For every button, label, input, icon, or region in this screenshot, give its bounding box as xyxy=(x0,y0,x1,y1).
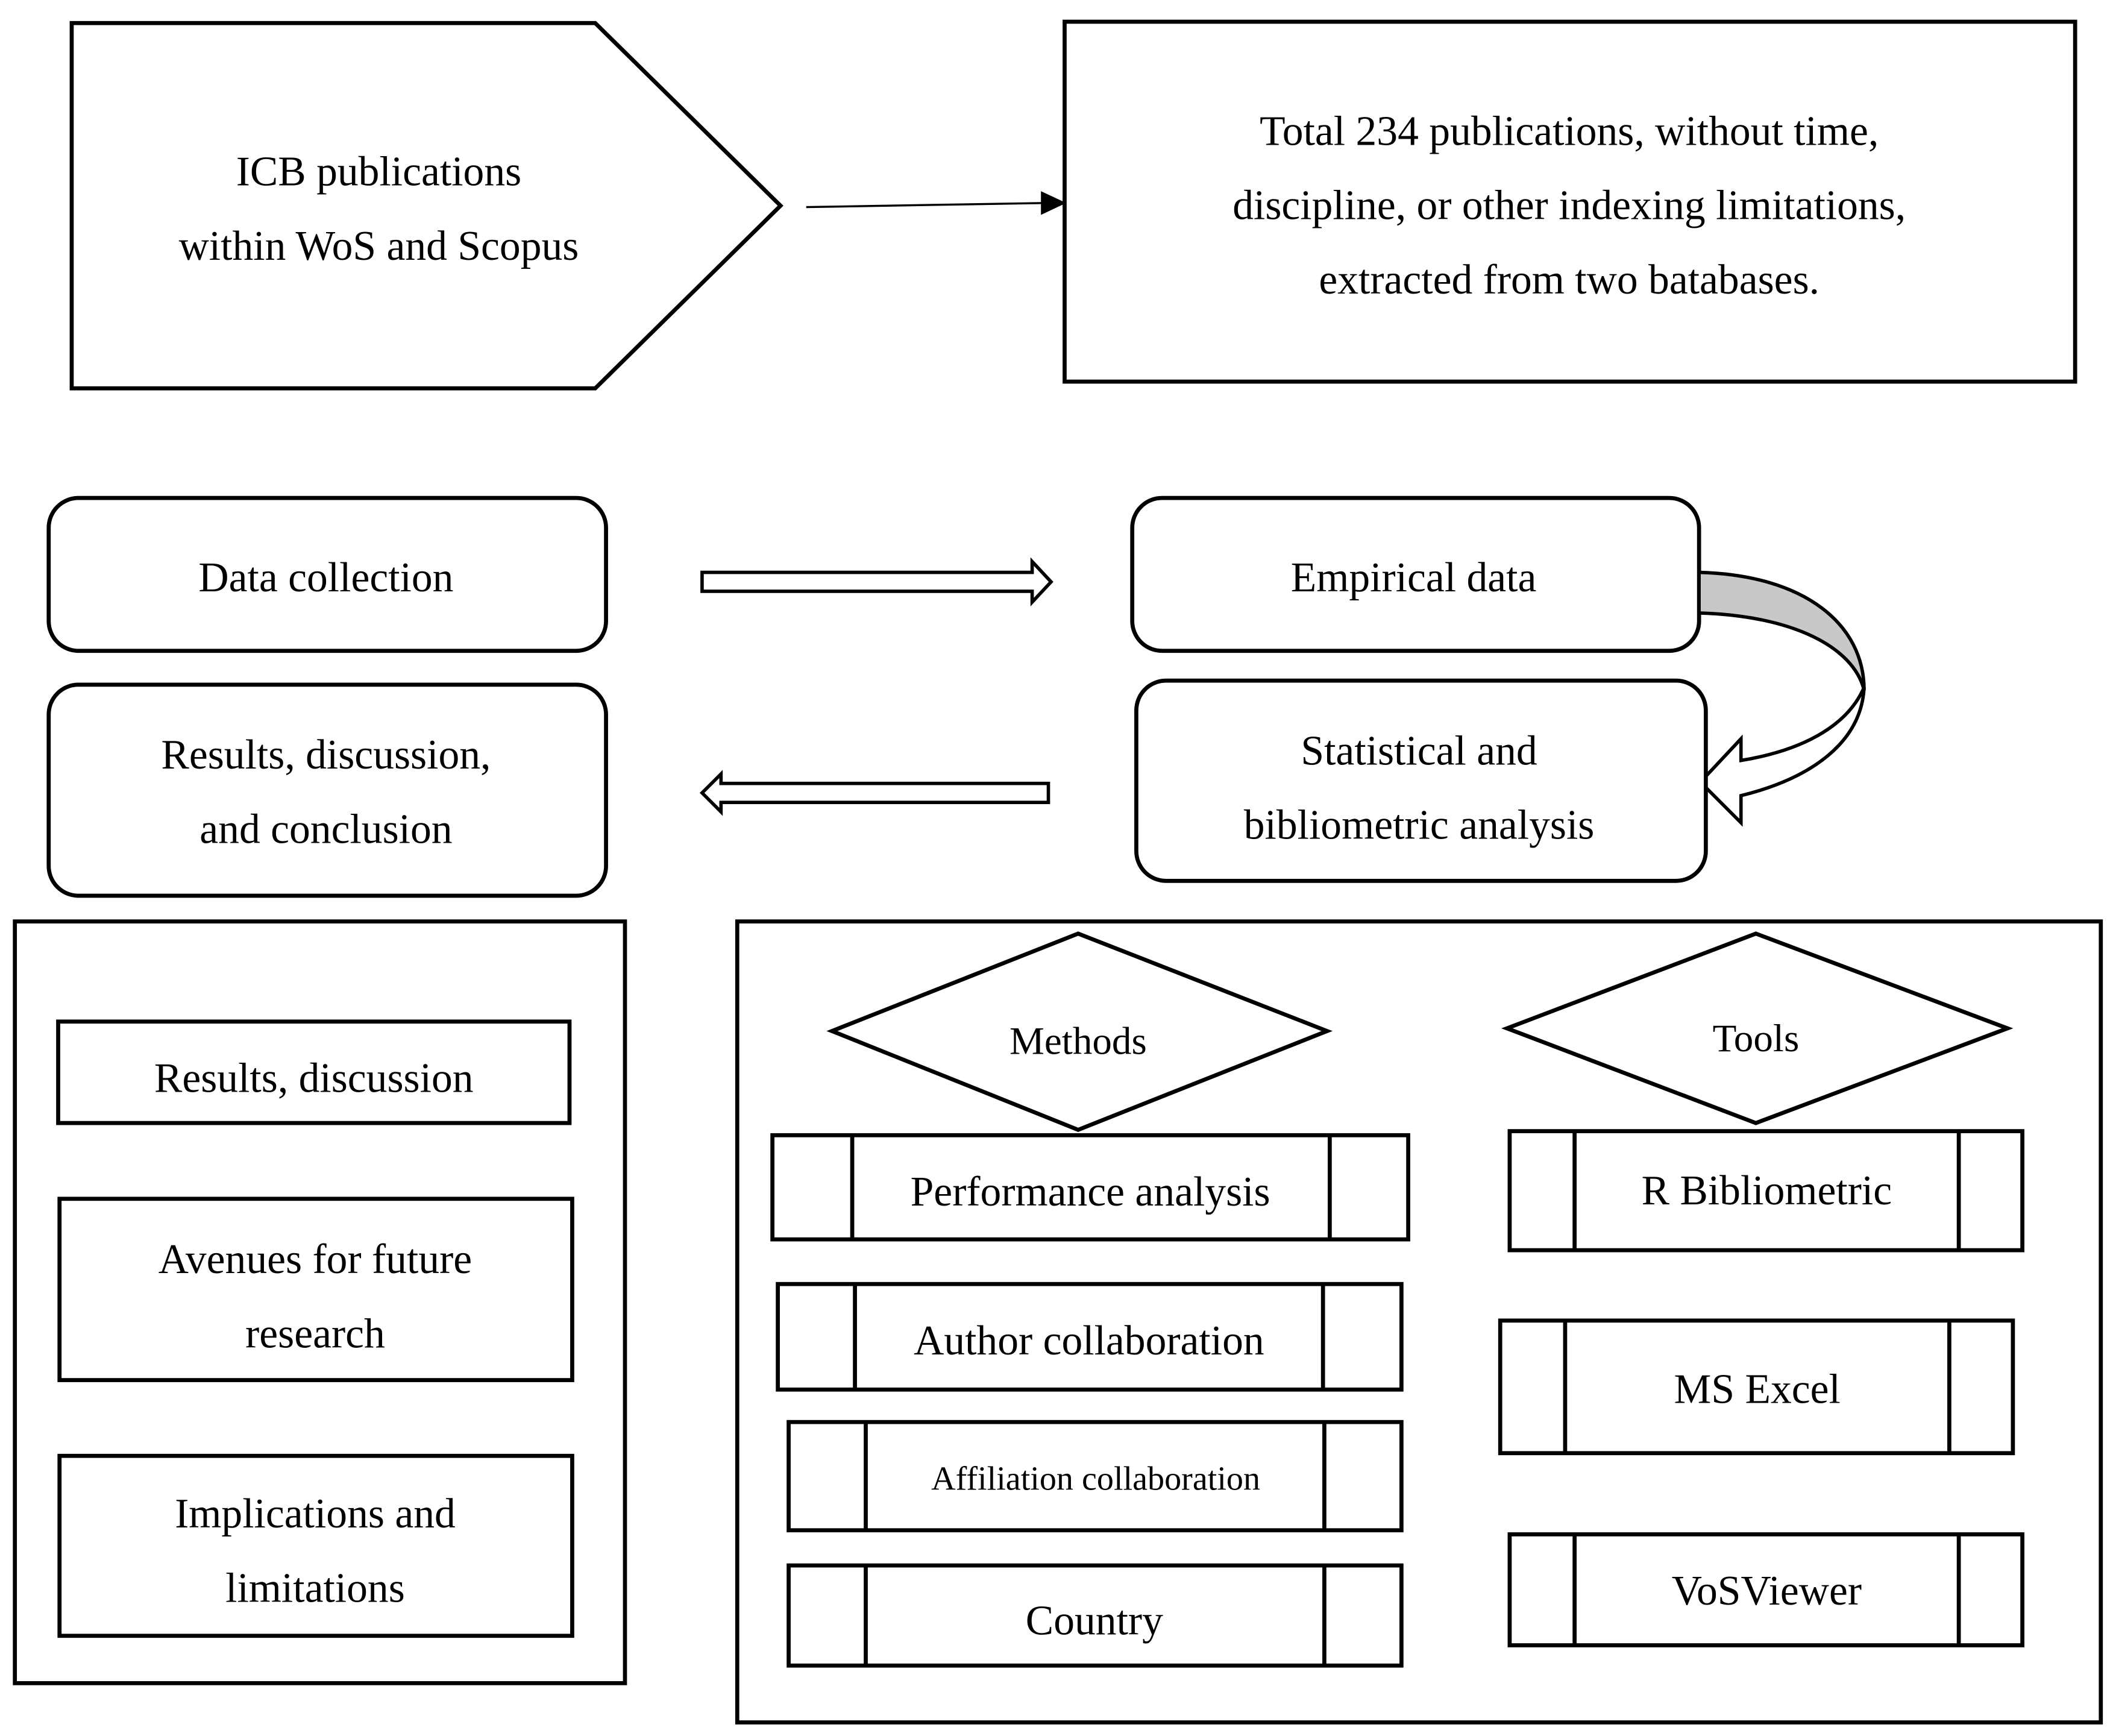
scope-node: Total 234 publications, without time, di… xyxy=(1063,19,2077,384)
results-line-1: Results, discussion, xyxy=(161,732,491,778)
output-avenues-line-1: Avenues for future xyxy=(159,1236,472,1283)
method-item: Author collaboration xyxy=(776,1282,1404,1392)
method-process-box xyxy=(786,1420,1404,1533)
scope-line-1: Total 234 publications, without time, xyxy=(1260,108,1879,154)
method-label: Country xyxy=(1026,1598,1163,1644)
method-process-box xyxy=(786,1563,1404,1668)
empirical-data-node: Empirical data xyxy=(1130,495,1701,653)
data-collection-node: Data collection xyxy=(46,495,608,653)
results-box xyxy=(46,682,608,898)
output-avenues-line-2: research xyxy=(245,1311,385,1357)
tool-process-box xyxy=(1498,1318,2015,1456)
curved-arrow xyxy=(1697,570,1866,827)
method-process-box xyxy=(770,1133,1410,1242)
method-item: Performance analysis xyxy=(770,1133,1410,1242)
tools-diamond xyxy=(1501,931,2014,1125)
output-implications-line-2: limitations xyxy=(225,1565,405,1612)
curved-arrow-front xyxy=(1698,687,1866,827)
method-label: Author collaboration xyxy=(914,1318,1264,1364)
scope-box xyxy=(1063,19,2077,384)
tools-label: Tools xyxy=(1713,1017,1800,1060)
analysis-line-2: bibliometric analysis xyxy=(1244,802,1595,849)
results-node: Results, discussion, and conclusion xyxy=(46,682,608,898)
analysis-box xyxy=(1134,678,1708,883)
results-line-2: and conclusion xyxy=(199,806,452,852)
methods-tools-panel: Methods Tools Performance analysis Autho… xyxy=(735,919,2103,1725)
source-line-2: within WoS and Scopus xyxy=(179,223,579,269)
output-results-label: Results, discussion xyxy=(154,1055,474,1101)
analysis-node: Statistical and bibliometric analysis xyxy=(1134,678,1708,883)
method-item: Country xyxy=(786,1563,1404,1668)
method-process-box xyxy=(776,1282,1404,1392)
tool-label: R Bibliometric xyxy=(1642,1168,1892,1214)
tool-item: MS Excel xyxy=(1498,1318,2015,1456)
output-box-implications xyxy=(57,1453,574,1638)
output-implications-line-1: Implications and xyxy=(175,1491,456,1537)
source-node: ICB publications within WoS and Scopus xyxy=(69,20,783,391)
source-to-scope-arrow xyxy=(806,191,1067,215)
tool-process-box xyxy=(1507,1129,2024,1253)
source-pentagon xyxy=(69,20,783,391)
tool-label: VoSViewer xyxy=(1672,1568,1862,1614)
methods-diamond xyxy=(826,931,1333,1132)
connector-line xyxy=(806,202,1044,209)
tool-item: VoSViewer xyxy=(1507,1532,2024,1647)
right-block-arrow xyxy=(700,557,1053,607)
source-line-1: ICB publications xyxy=(236,149,522,195)
analysis-line-1: Statistical and xyxy=(1301,728,1537,774)
tool-process-box xyxy=(1507,1532,2024,1647)
method-item: Affiliation collaboration xyxy=(786,1420,1404,1533)
method-label: Affiliation collaboration xyxy=(931,1460,1260,1497)
data-collection-box xyxy=(46,495,608,653)
diagram-strokes: ICB publications within WoS and Scopus T… xyxy=(13,19,2103,1725)
output-box-avenues xyxy=(57,1197,574,1382)
tool-item: R Bibliometric xyxy=(1507,1129,2024,1253)
output-box-results xyxy=(56,1019,572,1125)
methods-label: Methods xyxy=(1009,1020,1147,1063)
connector-arrowhead xyxy=(1041,191,1067,215)
method-label: Performance analysis xyxy=(911,1169,1270,1215)
outputs-panel: Results, discussion Avenues for future r… xyxy=(13,919,627,1685)
scope-line-3: extracted from two batabases. xyxy=(1319,257,1819,303)
left-block-arrow xyxy=(699,770,1050,816)
data-collection-label: Data collection xyxy=(198,555,453,601)
tool-label: MS Excel xyxy=(1674,1366,1841,1413)
scope-line-2: discipline, or other indexing limitation… xyxy=(1232,183,1906,229)
empirical-data-label: Empirical data xyxy=(1291,555,1537,601)
